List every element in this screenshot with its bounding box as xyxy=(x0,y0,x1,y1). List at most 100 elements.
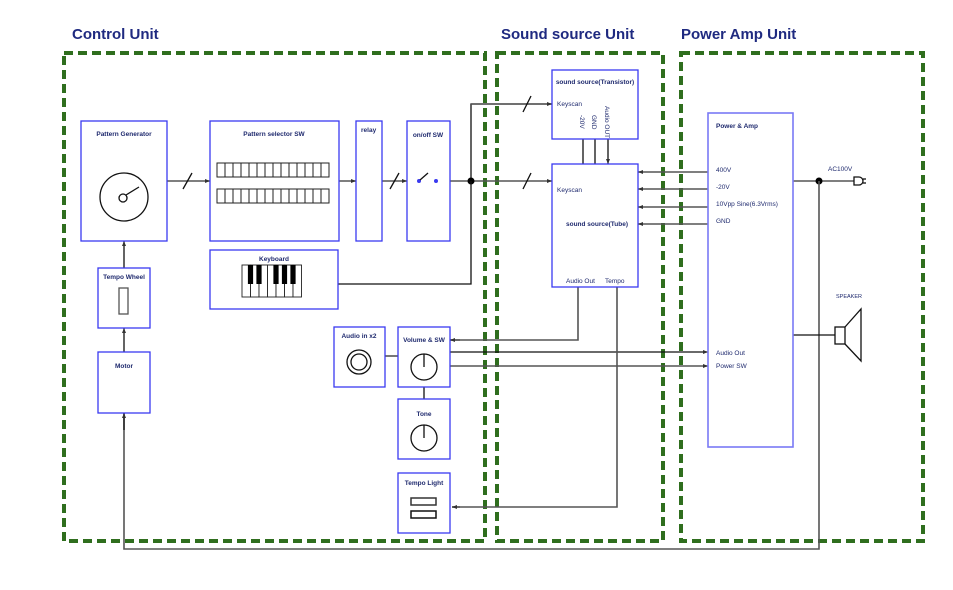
switch-contact xyxy=(434,179,438,183)
ac100v-label: AC100V xyxy=(828,166,853,173)
pattern-selector-block: Pattern selector SW xyxy=(209,120,340,242)
lamp-icon xyxy=(410,497,437,506)
black-key xyxy=(247,265,254,284)
black-key xyxy=(256,265,262,284)
wheel-slot-icon xyxy=(118,287,129,315)
selector-switch-cell xyxy=(320,188,330,204)
power-amp-block: Power & Amp 400V -20V 10Vpp Sine(6.3Vrms… xyxy=(707,112,794,448)
bus-slash-icon xyxy=(522,172,532,190)
selector-switch-cell xyxy=(232,188,242,204)
tube-keyscan-label: Keyscan xyxy=(557,187,582,194)
transistor-audio-out-label: Audio OUT xyxy=(603,106,610,138)
tone-title: Tone xyxy=(416,411,431,418)
relay-block: relay xyxy=(355,120,383,242)
audio-jack-icon xyxy=(346,349,372,375)
wire-keyboard-to-keyscan xyxy=(338,181,472,285)
port-400v-label: 400V xyxy=(716,167,732,174)
selector-switch-cell xyxy=(272,162,282,178)
power-amp-unit-boundary xyxy=(679,51,925,543)
selector-switch-cell xyxy=(288,162,298,178)
port-power-sw-label: Power SW xyxy=(716,363,748,370)
selector-switch-cell xyxy=(312,162,322,178)
black-key xyxy=(290,265,296,284)
relay-title: relay xyxy=(361,127,377,134)
selector-switch-cell xyxy=(288,188,298,204)
selector-switch-cell xyxy=(304,162,314,178)
port-sine-label: 10Vpp Sine(6.3Vrms) xyxy=(716,201,778,208)
power-amp-unit-title: Power Amp Unit xyxy=(681,26,796,43)
disc-pointer xyxy=(125,186,140,196)
rotary-disc-icon xyxy=(99,172,149,222)
tube-audio-out-label: Audio Out xyxy=(566,278,595,285)
selector-switch-cell xyxy=(312,188,322,204)
control-unit-title: Control Unit xyxy=(72,26,159,43)
power-amp-title: Power & Amp xyxy=(716,123,758,130)
tempo-wheel-title: Tempo Wheel xyxy=(103,274,145,281)
selector-switch-cell xyxy=(216,188,226,204)
selector-switch-cell xyxy=(256,162,266,178)
selector-switch-cell xyxy=(240,188,250,204)
ac-plug-icon xyxy=(853,176,864,186)
selector-switch-cell xyxy=(304,188,314,204)
motor-title: Motor xyxy=(115,363,134,370)
speaker-label: SPEAKER xyxy=(836,294,862,300)
selector-switch-cell xyxy=(248,188,258,204)
port-audio-out-label: Audio Out xyxy=(716,350,745,357)
selector-switch-cell xyxy=(280,188,290,204)
transistor-gnd-label: GND xyxy=(590,115,597,130)
selector-switch-cell xyxy=(216,162,226,178)
selector-switch-cell xyxy=(272,188,282,204)
switch-lever-icon xyxy=(419,172,429,181)
wire-tempo-to-light xyxy=(452,287,618,508)
speaker-icon xyxy=(834,307,862,363)
onoff-sw-title: on/off SW xyxy=(413,132,444,139)
selector-switch-cell xyxy=(232,162,242,178)
audio-in-block: Audio in x2 xyxy=(333,326,386,388)
sound-source-tube-block: Keyscan sound source(Tube) Audio Out Tem… xyxy=(551,163,639,288)
wire-power-to-motor xyxy=(123,181,820,550)
sound-source-transistor-block: sound source(Transistor) Keyscan -20V GN… xyxy=(551,69,639,140)
tempo-light-title: Tempo Light xyxy=(405,480,444,487)
selector-switch-cell xyxy=(296,162,306,178)
port-gnd-label: GND xyxy=(716,218,731,225)
bus-slash-icon xyxy=(389,172,400,190)
audio-in-title: Audio in x2 xyxy=(341,333,376,340)
control-unit-boundary xyxy=(62,51,487,543)
keyboard-block: Keyboard xyxy=(209,249,339,310)
pattern-generator-block: Pattern Generator xyxy=(80,120,168,242)
selector-switch-cell xyxy=(296,188,306,204)
wire-tube-audio-to-volume xyxy=(450,287,579,341)
selector-switch-cell xyxy=(280,162,290,178)
tempo-wheel-block: Tempo Wheel xyxy=(97,267,151,329)
bus-slash-icon xyxy=(182,172,193,190)
tube-tempo-label: Tempo xyxy=(605,278,625,285)
selector-switch-cell xyxy=(320,162,330,178)
motor-block: Motor xyxy=(97,351,151,414)
tube-title: sound source(Tube) xyxy=(566,221,628,228)
selector-switch-cell xyxy=(248,162,258,178)
piano-keys-icon xyxy=(241,264,302,298)
port-m20v-label: -20V xyxy=(716,184,730,191)
transistor-title: sound source(Transistor) xyxy=(556,79,634,86)
selector-switch-cell xyxy=(264,162,274,178)
selector-switch-cell xyxy=(264,188,274,204)
selector-switch-cell xyxy=(224,188,234,204)
transistor-m20v-label: -20V xyxy=(578,115,585,129)
jack-inner xyxy=(350,353,368,371)
black-key xyxy=(281,265,288,284)
selector-switch-cell xyxy=(240,162,250,178)
transistor-keyscan-label: Keyscan xyxy=(557,101,582,108)
sound-source-unit-title: Sound source Unit xyxy=(501,26,634,43)
keyboard-title: Keyboard xyxy=(259,256,289,263)
pattern-generator-title: Pattern Generator xyxy=(96,131,152,138)
volume-sw-block: Volume & SW xyxy=(397,326,451,388)
selector-switch-cell xyxy=(256,188,266,204)
lamp-icon xyxy=(410,510,437,519)
tempo-light-block: Tempo Light xyxy=(397,472,451,534)
black-key xyxy=(273,265,279,284)
selector-switch-rows-icon xyxy=(216,162,330,204)
pattern-selector-title: Pattern selector SW xyxy=(243,131,305,138)
bus-slash-icon xyxy=(522,95,532,113)
disc-hub xyxy=(118,193,128,203)
